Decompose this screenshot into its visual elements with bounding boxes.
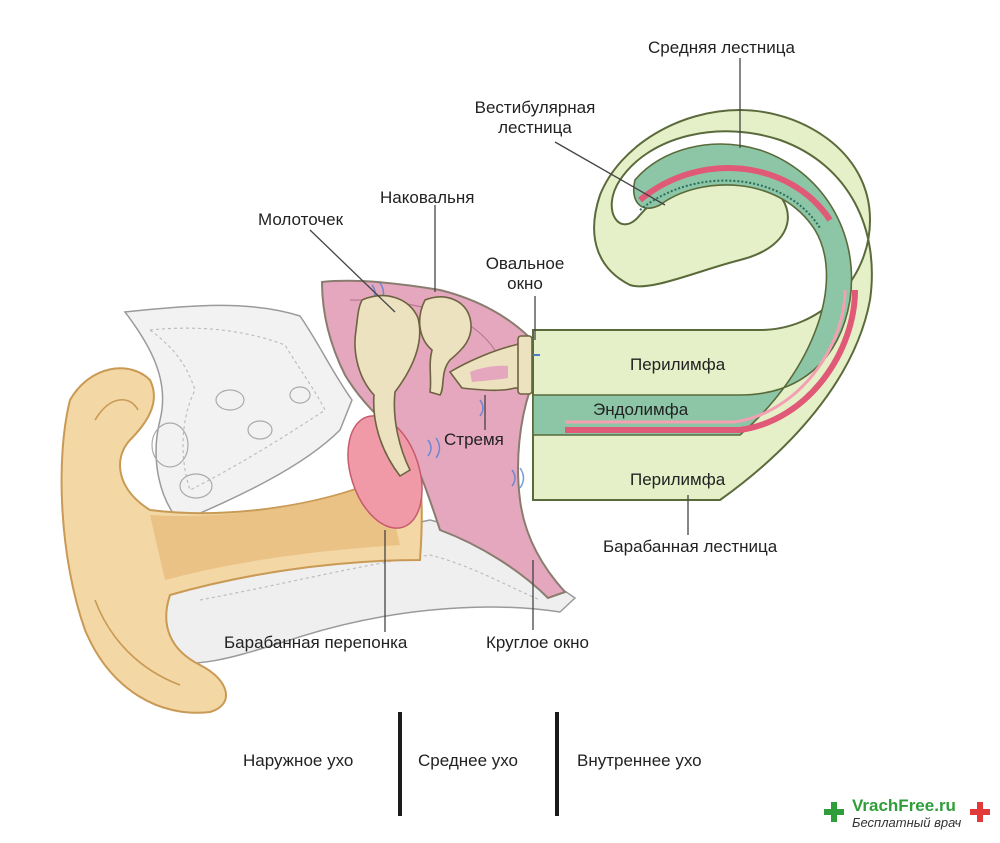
label-perilymph-top: Перилимфа — [630, 355, 726, 374]
brand-watermark: VrachFree.ru Бесплатный врач — [822, 796, 992, 834]
label-scala-tympani: Барабанная лестница — [603, 537, 778, 556]
brand-tagline: Бесплатный врач — [852, 815, 962, 830]
label-eardrum: Барабанная перепонка — [224, 633, 408, 652]
label-oval-window: Овальное окно — [470, 254, 580, 293]
ossicles — [354, 294, 533, 478]
label-oval-window-line2: окно — [507, 273, 543, 293]
green-cross-icon — [824, 802, 844, 822]
section-middle-ear: Среднее ухо — [418, 751, 519, 770]
label-scala-vestibuli: Вестибулярная лестница — [460, 98, 610, 137]
label-scala-vestibuli-line1: Вестибулярная — [474, 98, 596, 117]
section-divider-1 — [398, 712, 402, 816]
outer-ear — [60, 367, 423, 714]
label-stapes: Стремя — [444, 430, 504, 449]
section-divider-2 — [555, 712, 559, 816]
label-scala-media: Средняя лестница — [648, 38, 795, 57]
label-round-window: Круглое окно — [486, 633, 589, 652]
red-cross-icon — [970, 802, 990, 822]
cochlea — [532, 108, 873, 501]
leader-lines — [309, 58, 741, 632]
label-scala-vestibuli-line2: лестница — [498, 117, 572, 137]
label-oval-window-line1: Овальное — [485, 254, 565, 273]
brand-name: VrachFree.ru — [852, 796, 956, 815]
eardrum-shape — [347, 415, 423, 529]
section-inner-ear: Внутреннее ухо — [577, 751, 702, 770]
label-perilymph-bottom: Перилимфа — [630, 470, 726, 489]
section-outer-ear: Наружное ухо — [243, 751, 354, 770]
label-malleus: Молоточек — [258, 210, 344, 229]
label-endolymph: Эндолимфа — [593, 400, 689, 419]
label-incus: Наковальня — [380, 188, 475, 207]
